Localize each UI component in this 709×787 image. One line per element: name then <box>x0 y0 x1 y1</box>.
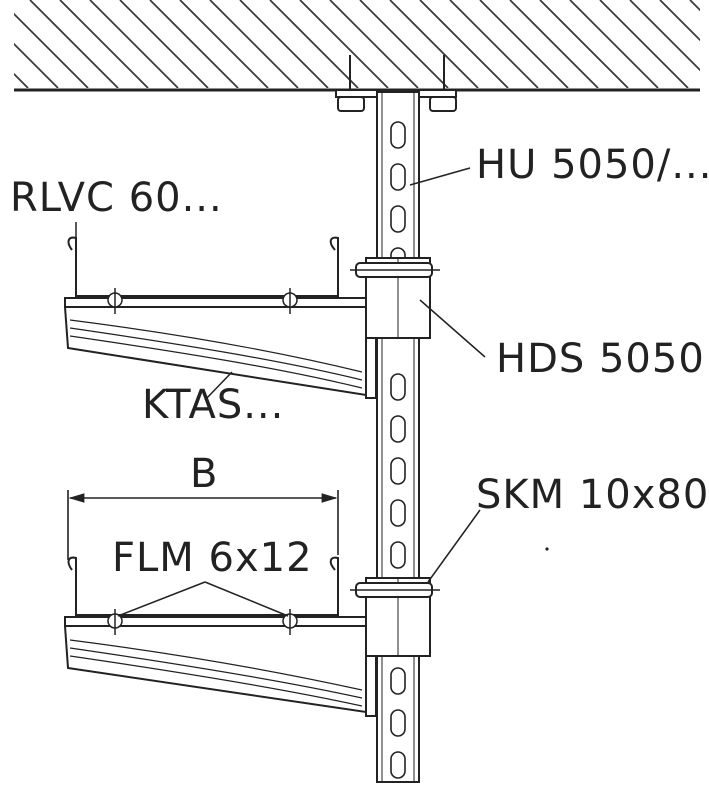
label-profile: HU 5050/... <box>476 142 709 188</box>
ceiling-hatching <box>14 0 700 88</box>
label-width: B <box>190 451 218 497</box>
leader-lines <box>75 167 486 617</box>
label-bracket: KTAS... <box>142 382 284 428</box>
clamp-lower <box>350 577 440 717</box>
label-clamp: HDS 5050 <box>496 336 705 382</box>
bracket-lower <box>63 616 367 714</box>
tray-upper <box>67 236 339 298</box>
stray-dot <box>545 547 549 551</box>
dimension-b <box>67 490 339 560</box>
vertical-profile <box>376 91 420 783</box>
clamp-upper <box>350 257 440 399</box>
label-screw: FLM 6x12 <box>112 535 313 581</box>
screw-upper-right <box>282 288 298 314</box>
bracket-upper <box>63 297 367 397</box>
label-tray: RLVC 60... <box>10 175 223 221</box>
label-bolt: SKM 10x80 <box>476 472 709 518</box>
screw-upper-left <box>107 288 123 314</box>
screw-lower-right <box>282 609 298 635</box>
screw-lower-left <box>107 609 123 635</box>
